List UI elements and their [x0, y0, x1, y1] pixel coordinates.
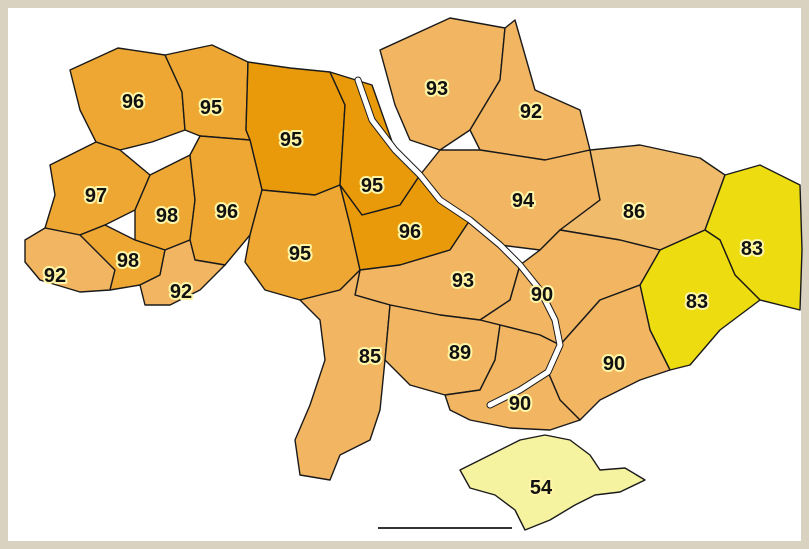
region-label-dnipropetrovsk: 90 — [531, 284, 553, 306]
dnipro-river — [355, 77, 563, 408]
rivers-layer — [354, 76, 564, 409]
region-volyn — [69, 47, 186, 151]
region-chernivtsi — [139, 239, 226, 306]
region-label-mykolaiv: 89 — [449, 342, 471, 364]
region-label-kharkiv: 86 — [623, 201, 645, 223]
region-label-crimea: 54 — [530, 477, 553, 499]
region-lviv — [44, 141, 151, 236]
region-label-zaporizhzhia: 90 — [603, 353, 625, 375]
region-label-kirovohrad: 93 — [452, 270, 474, 292]
region-crimea — [459, 434, 646, 531]
region-label-odesa: 85 — [359, 346, 381, 368]
region-label-donetsk: 83 — [686, 291, 708, 313]
region-label-kherson: 90 — [509, 393, 531, 415]
regions-layer — [24, 17, 803, 531]
region-label-khmelnytskyi: 96 — [216, 201, 238, 223]
region-kherson — [444, 324, 581, 431]
region-label-zhytomyr: 95 — [280, 129, 302, 151]
region-label-luhansk: 83 — [741, 238, 763, 260]
region-label-kyiv: 95 — [361, 175, 383, 197]
region-odesa — [294, 269, 391, 481]
region-label-lviv: 97 — [85, 185, 107, 207]
region-khmelnytskyi — [189, 135, 263, 266]
region-label-vinnytsia: 95 — [289, 243, 311, 265]
region-label-poltava: 94 — [512, 190, 535, 212]
region-label-rivne: 95 — [200, 97, 222, 119]
labels-layer: 96 95 95 95 93 92 97 98 96 95 96 94 86 92 98 92 83 83 93 90… — [42, 76, 765, 501]
region-label-zakarpattia: 92 — [44, 265, 66, 287]
region-label-cherkasy: 96 — [399, 221, 421, 243]
region-label-ternopil: 98 — [156, 205, 178, 227]
region-label-volyn: 96 — [122, 91, 144, 113]
region-label-sumy: 92 — [520, 101, 542, 123]
region-label-chernivtsi: 92 — [170, 281, 192, 303]
region-label-chernihiv: 93 — [426, 78, 448, 100]
region-label-ivano-frankivsk: 98 — [117, 250, 139, 272]
